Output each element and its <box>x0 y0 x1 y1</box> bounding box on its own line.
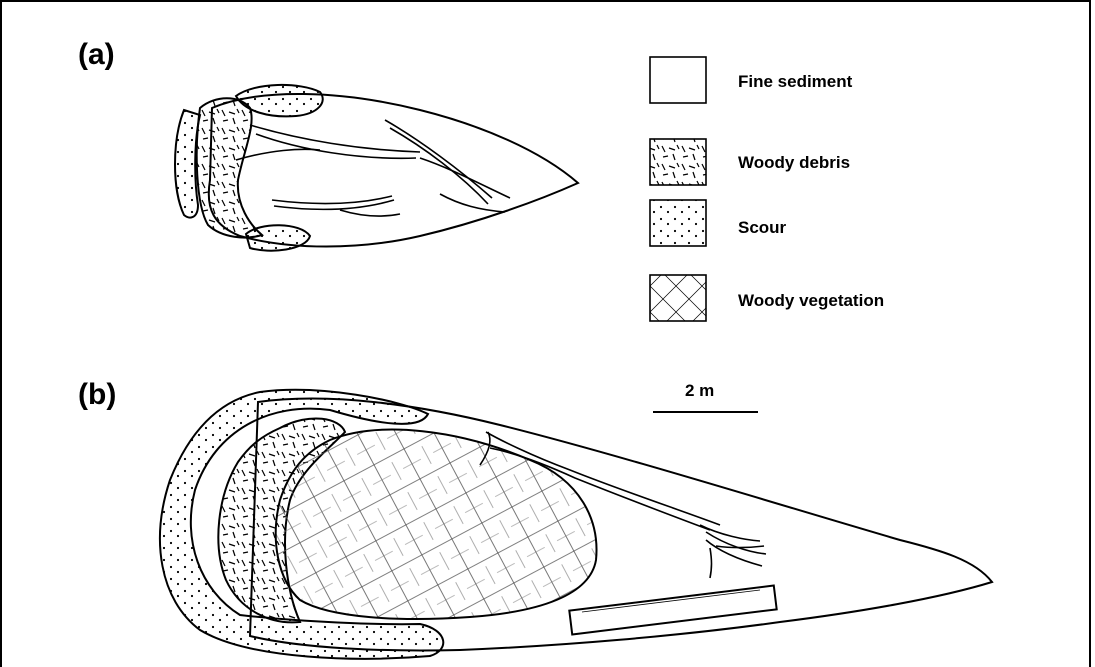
panel-a-fine-sediment-outline <box>209 94 578 247</box>
panel-b-bar-diagram <box>160 390 992 659</box>
legend-swatch-fine-sediment <box>650 57 706 103</box>
legend <box>650 57 706 321</box>
scale-bar-label: 2 m <box>685 381 714 401</box>
legend-label-woody-vegetation: Woody vegetation <box>738 291 884 311</box>
legend-label-scour: Scour <box>738 218 786 238</box>
panel-a-bar-diagram <box>175 85 578 251</box>
legend-swatch-woody-debris <box>650 139 706 185</box>
panel-b-label: (b) <box>78 378 116 412</box>
legend-label-fine-sediment: Fine sediment <box>738 72 852 92</box>
legend-swatch-woody-vegetation <box>650 275 706 321</box>
legend-label-woody-debris: Woody debris <box>738 153 850 173</box>
legend-swatch-scour <box>650 200 706 246</box>
panel-a-label: (a) <box>78 38 115 72</box>
